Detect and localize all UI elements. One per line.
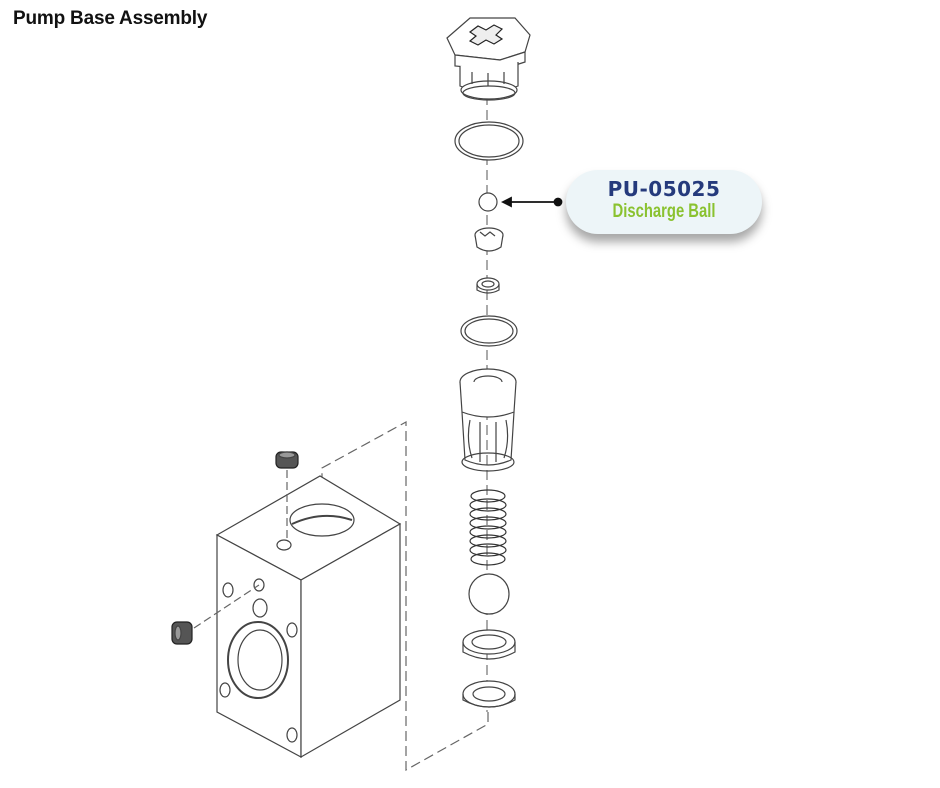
seat-ring-part — [476, 277, 500, 294]
page-title: Pump Base Assembly — [13, 8, 208, 29]
valve-cage-part — [459, 368, 517, 472]
ball-cage-top-part — [474, 227, 504, 252]
part-number: PU-05025 — [607, 177, 721, 201]
plug-part — [446, 17, 531, 101]
suction-ball-part — [468, 573, 510, 615]
o-ring-part — [454, 121, 524, 161]
set-screw-side-part — [171, 584, 260, 645]
part-name: Discharge Ball — [612, 201, 716, 222]
seat-washer-part — [462, 680, 516, 708]
pump-base-block-part — [215, 475, 402, 759]
valve-seat-part — [462, 629, 516, 660]
spring-part — [469, 489, 507, 566]
part-callout: PU-05025 Discharge Ball — [566, 170, 762, 234]
o-ring-small-part — [460, 315, 518, 347]
set-screw-top-part — [275, 451, 299, 540]
discharge-ball-part — [478, 192, 498, 212]
callout-leader — [500, 196, 563, 208]
